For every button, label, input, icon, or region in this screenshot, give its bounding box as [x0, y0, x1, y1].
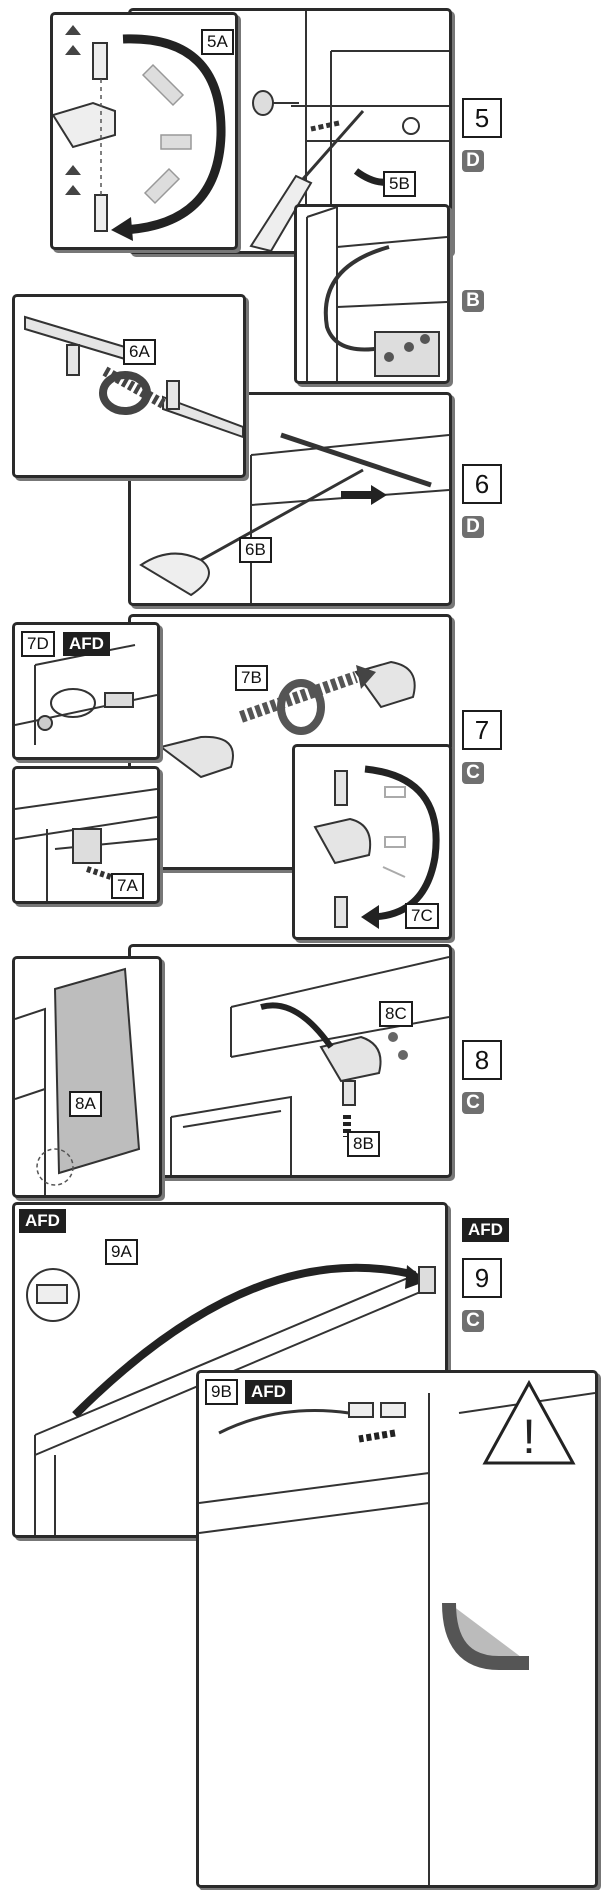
step7-pin-panel: 7C	[292, 744, 452, 940]
step7-connector-illustration	[15, 644, 157, 745]
connector-icon	[348, 1402, 406, 1418]
step6-letter: D	[462, 516, 484, 538]
label-5B: 5B	[383, 171, 416, 197]
step9-letter: C	[462, 1310, 484, 1332]
arrow-icon	[260, 1002, 334, 1049]
step7-door-panel: 7A	[12, 766, 160, 904]
step7-letter: C	[462, 762, 484, 784]
label-8B: 8B	[347, 1131, 380, 1157]
step8-hinge-illustration	[170, 956, 449, 1175]
step7-bracket-illustration	[158, 660, 416, 779]
step-number-6: 6	[462, 464, 502, 504]
step5-letter: D	[462, 150, 484, 172]
hinge-icon	[72, 828, 102, 864]
hinge-icon	[319, 1035, 382, 1106]
step6-bracket-illustration	[24, 315, 243, 439]
step5-detail-panel: 5A	[50, 12, 238, 250]
label-7A: 7A	[111, 873, 144, 899]
arrow-icon	[72, 1263, 416, 1418]
label-6B: 6B	[239, 537, 272, 563]
step6-detail-panel: 6A	[12, 294, 246, 478]
step9-connector-illustration: !	[199, 1379, 595, 1885]
label-6A: 6A	[123, 339, 156, 365]
afd-badge-9: AFD	[19, 1209, 66, 1233]
screw-icon	[382, 786, 406, 878]
screw-icon	[141, 63, 192, 205]
afd-side-badge-9: AFD	[462, 1218, 509, 1242]
label-8A: 8A	[69, 1091, 102, 1117]
step9-door-top-illustration	[26, 1263, 436, 1535]
hinge-icon	[53, 42, 116, 232]
step6-hinge-illustration	[139, 432, 449, 603]
label-9B: 9B	[205, 1379, 238, 1405]
screwdriver-icon	[139, 468, 364, 597]
step7-afd-panel: 7D AFD	[12, 622, 160, 760]
label-7C: 7C	[405, 903, 439, 929]
step-number-9: 9	[462, 1258, 502, 1298]
afd-badge-9b: AFD	[245, 1380, 292, 1404]
hinge-icon	[313, 770, 372, 928]
step-number-7: 7	[462, 710, 502, 750]
screw-icon	[384, 334, 430, 362]
label-9A: 9A	[105, 1239, 138, 1265]
screwdriver-icon	[249, 110, 365, 251]
step7-main-panel: 7B	[128, 614, 452, 870]
step8-main-panel: 8C 8B	[128, 944, 452, 1178]
label-7D: 7D	[21, 631, 55, 657]
step5-extra-letter: B	[462, 290, 484, 312]
step8-door-panel: 8A	[12, 956, 162, 1198]
screw-icon	[37, 715, 53, 731]
label-8C: 8C	[379, 1001, 413, 1027]
label-5A: 5A	[201, 29, 234, 55]
step7-pin-illustration	[313, 765, 440, 929]
arrow-icon	[364, 765, 440, 921]
screw-icon	[252, 90, 299, 116]
arrow-icon	[102, 366, 168, 410]
label-7B: 7B	[235, 665, 268, 691]
connector-icon	[36, 1284, 68, 1304]
warning-icon: !	[482, 1379, 576, 1465]
step5-hinge-pin-illustration	[53, 25, 226, 241]
step-number-5: 5	[462, 98, 502, 138]
step8-door-illustration	[15, 967, 141, 1195]
step5-cable-illustration	[306, 207, 447, 381]
arrow-icon	[122, 34, 226, 235]
screw-icon	[388, 1032, 408, 1060]
step7-door-illustration	[15, 788, 157, 901]
arrow-icon	[239, 671, 358, 723]
step9-detail-panel: ! 9B AFD	[196, 1370, 598, 1888]
afd-badge-7: AFD	[63, 632, 110, 656]
hinge-icon	[24, 315, 243, 439]
step8-letter: C	[462, 1092, 484, 1114]
step-number-8: 8	[462, 1040, 502, 1080]
svg-text:!: !	[522, 1411, 535, 1464]
step5-fridge-panel	[294, 204, 450, 384]
connector-icon	[104, 692, 134, 708]
